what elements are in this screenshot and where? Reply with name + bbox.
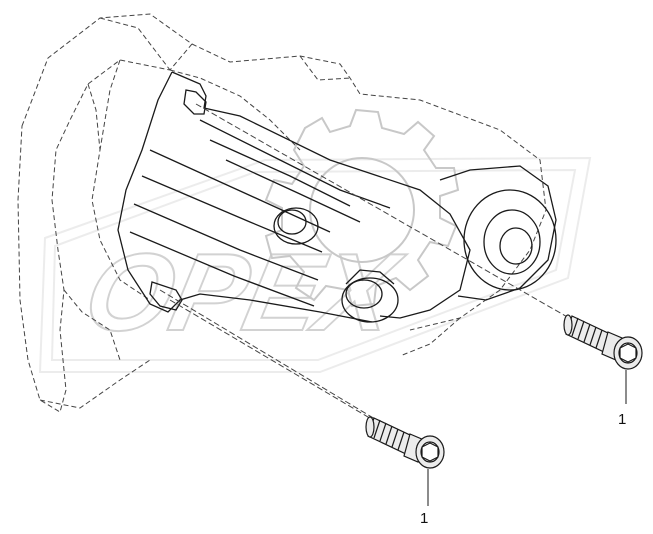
bolt-lower	[365, 416, 445, 469]
housing-outline	[17, 13, 547, 413]
callout-label-lower-bolt: 1	[420, 510, 429, 527]
callout-leaders	[427, 370, 627, 506]
svg-text:OPEX: OPEX	[75, 230, 413, 354]
bolt-upper	[563, 314, 643, 370]
motor-body	[117, 71, 557, 323]
opex-watermark-icon: OPEX	[38, 108, 592, 373]
callout-label-upper-bolt: 1	[618, 411, 627, 428]
bolt-axis-lines	[159, 103, 591, 435]
